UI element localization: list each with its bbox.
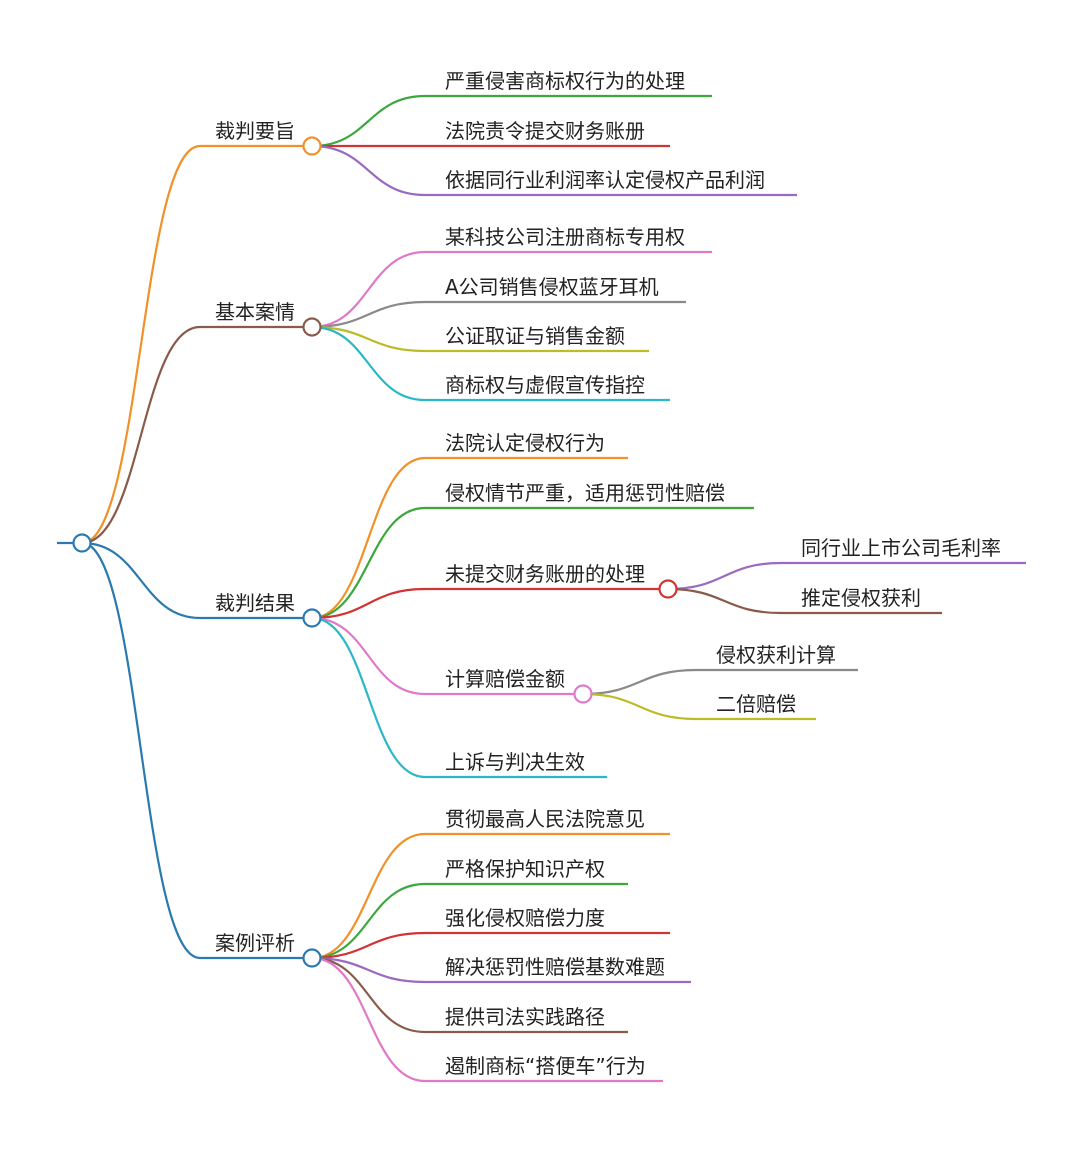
child-curve-2-4 (311, 616, 426, 779)
child-label-2-0: 法院认定侵权行为 (445, 431, 605, 455)
child-label-3-0: 贯彻最高人民法院意见 (445, 807, 645, 831)
child-curve-3-5 (311, 956, 426, 1083)
child-curve-3-0 (311, 832, 426, 960)
child-curve-2-0 (311, 456, 426, 620)
branch-label-2: 裁判结果 (215, 591, 295, 615)
branch-label-0: 裁判要旨 (215, 119, 295, 143)
mindmap-nodes (72, 136, 678, 968)
grandchild-curve-2-2-0 (667, 561, 782, 591)
child-label-1-2: 公证取证与销售金额 (445, 324, 625, 348)
grandchild-curve-2-3-1 (582, 692, 697, 721)
child-label-2-2: 未提交财务账册的处理 (445, 562, 645, 586)
branch-curve-3 (81, 541, 201, 960)
child-label-3-5: 遏制商标“搭便车”行为 (445, 1054, 646, 1078)
child-curve-0-0 (311, 94, 426, 148)
grandchild-label-2-2-1: 推定侵权获利 (801, 586, 921, 610)
grandchild-label-2-2-0: 同行业上市公司毛利率 (801, 536, 1001, 560)
grandchild-label-2-3-1: 二倍赔偿 (716, 692, 796, 716)
child-label-2-4: 上诉与判决生效 (445, 750, 585, 774)
child-curve-1-1 (311, 300, 426, 329)
branch-node-3[interactable] (302, 948, 322, 968)
child-curve-1-3 (311, 325, 426, 402)
branch-label-1: 基本案情 (215, 300, 295, 324)
child-label-3-3: 解决惩罚性赔偿基数难题 (445, 955, 665, 979)
child-node-2-3[interactable] (573, 684, 593, 704)
child-curve-3-4 (311, 956, 426, 1034)
child-curve-0-2 (311, 144, 426, 197)
grandchild-label-2-3-0: 侵权获利计算 (716, 643, 836, 667)
child-label-3-1: 严格保护知识产权 (445, 857, 605, 881)
child-curve-2-3 (311, 616, 426, 696)
child-curve-2-2 (311, 587, 426, 620)
grandchild-curve-2-3-0 (582, 668, 697, 696)
child-curve-1-0 (311, 250, 426, 329)
child-label-0-0: 严重侵害商标权行为的处理 (445, 69, 685, 93)
child-curve-1-2 (311, 325, 426, 353)
child-curve-3-2 (311, 931, 426, 960)
root-node[interactable] (72, 533, 92, 553)
child-label-1-3: 商标权与虚假宣传指控 (445, 373, 645, 397)
child-node-2-2[interactable] (658, 579, 678, 599)
mindmap-edges (57, 94, 1026, 1083)
branch-label-3: 案例评析 (215, 931, 295, 955)
branch-node-0[interactable] (302, 136, 322, 156)
branch-node-1[interactable] (302, 317, 322, 337)
grandchild-curve-2-2-1 (667, 587, 782, 615)
branch-node-2[interactable] (302, 608, 322, 628)
child-label-3-4: 提供司法实践路径 (445, 1005, 605, 1029)
child-curve-2-1 (311, 506, 426, 620)
child-label-0-2: 依据同行业利润率认定侵权产品利润 (445, 168, 765, 192)
branch-curve-2 (81, 541, 201, 620)
child-label-2-3: 计算赔偿金额 (445, 667, 565, 691)
child-label-2-1: 侵权情节严重，适用惩罚性赔偿 (445, 481, 725, 505)
branch-curve-0 (81, 144, 201, 545)
child-label-1-0: 某科技公司注册商标专用权 (445, 225, 685, 249)
child-curve-3-3 (311, 956, 426, 984)
child-label-0-1: 法院责令提交财务账册 (445, 119, 645, 143)
child-label-3-2: 强化侵权赔偿力度 (445, 906, 605, 930)
child-curve-3-1 (311, 882, 426, 960)
mindmap-labels: 裁判要旨 严重侵害商标权行为的处理法院责令提交财务账册依据同行业利润率认定侵权产品… (215, 69, 1001, 1078)
branch-curve-1 (81, 325, 201, 545)
child-label-1-1: A公司销售侵权蓝牙耳机 (445, 275, 659, 299)
